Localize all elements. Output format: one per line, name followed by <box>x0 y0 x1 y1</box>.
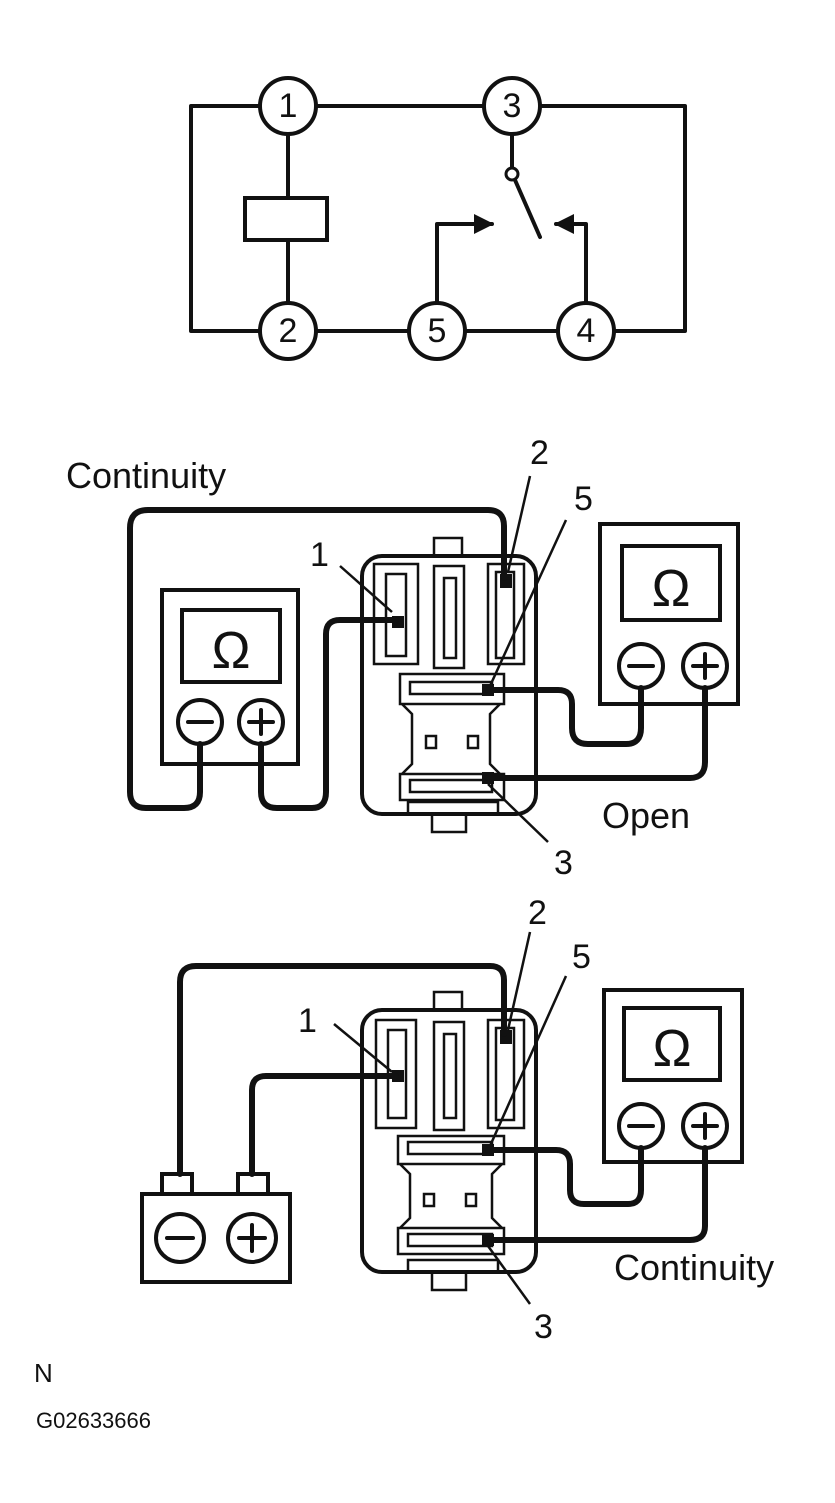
nc-contact-lead <box>554 214 588 333</box>
relay-schematic: 1 3 2 5 4 <box>189 76 687 361</box>
relay-coil <box>243 196 329 242</box>
ohmmeter-right: Ω <box>598 522 740 706</box>
terminal-1-callout: 1 <box>310 536 329 574</box>
schematic-terminal-1-label: 1 <box>279 87 298 125</box>
switch-pivot <box>504 166 520 182</box>
schematic-terminal-4-label: 4 <box>577 312 596 350</box>
schematic-terminal-3: 3 <box>482 76 542 136</box>
schematic-terminal-3-label: 3 <box>503 87 522 125</box>
switch-blade <box>513 178 542 239</box>
relay-body <box>360 536 538 834</box>
ohmmeter-right: Ω <box>602 988 744 1164</box>
test-lead-to-terminal-1 <box>258 617 399 811</box>
schematic-terminal-5-label: 5 <box>428 312 447 350</box>
terminal-3-callout: 3 <box>534 1308 553 1346</box>
terminal-2-callout: 2 <box>530 434 549 472</box>
figure-code: G02633666 <box>36 1408 151 1433</box>
ohm-symbol: Ω <box>652 560 691 618</box>
terminal-5-callout: 5 <box>572 938 591 976</box>
open-label: Open <box>602 795 690 836</box>
test-lead-to-terminal-5 <box>485 685 644 747</box>
terminal-5-callout: 5 <box>574 480 593 518</box>
schematic-terminal-2: 2 <box>258 301 318 361</box>
terminal-1-callout: 1 <box>298 1002 317 1040</box>
battery-lead-to-terminal-1 <box>249 1073 399 1177</box>
continuity-label: Continuity <box>66 455 226 496</box>
test-lead-to-terminal-2 <box>127 507 507 811</box>
footer-letter: N <box>34 1358 53 1388</box>
ohmmeter-left: Ω <box>160 588 300 766</box>
test-lead-to-terminal-3 <box>485 1145 708 1243</box>
no-contact-lead <box>435 214 494 333</box>
test-lead-to-terminal-5 <box>485 1145 644 1207</box>
schematic-terminal-5: 5 <box>407 301 467 361</box>
check-panel-1: Continuity Open <box>66 434 740 882</box>
battery <box>140 1172 292 1284</box>
test-lead-to-terminal-3 <box>485 685 708 781</box>
ohm-symbol: Ω <box>212 622 251 680</box>
schematic-terminal-4: 4 <box>556 301 616 361</box>
terminal-3-callout: 3 <box>554 844 573 882</box>
battery-lead-to-terminal-2 <box>177 963 507 1177</box>
check-panel-2: Continuity <box>140 894 774 1346</box>
ohm-symbol: Ω <box>653 1020 692 1078</box>
schematic-terminal-1: 1 <box>258 76 318 136</box>
continuity-label: Continuity <box>614 1247 774 1288</box>
schematic-terminal-2-label: 2 <box>279 312 298 350</box>
relay-body <box>360 990 538 1292</box>
terminal-2-callout: 2 <box>528 894 547 932</box>
